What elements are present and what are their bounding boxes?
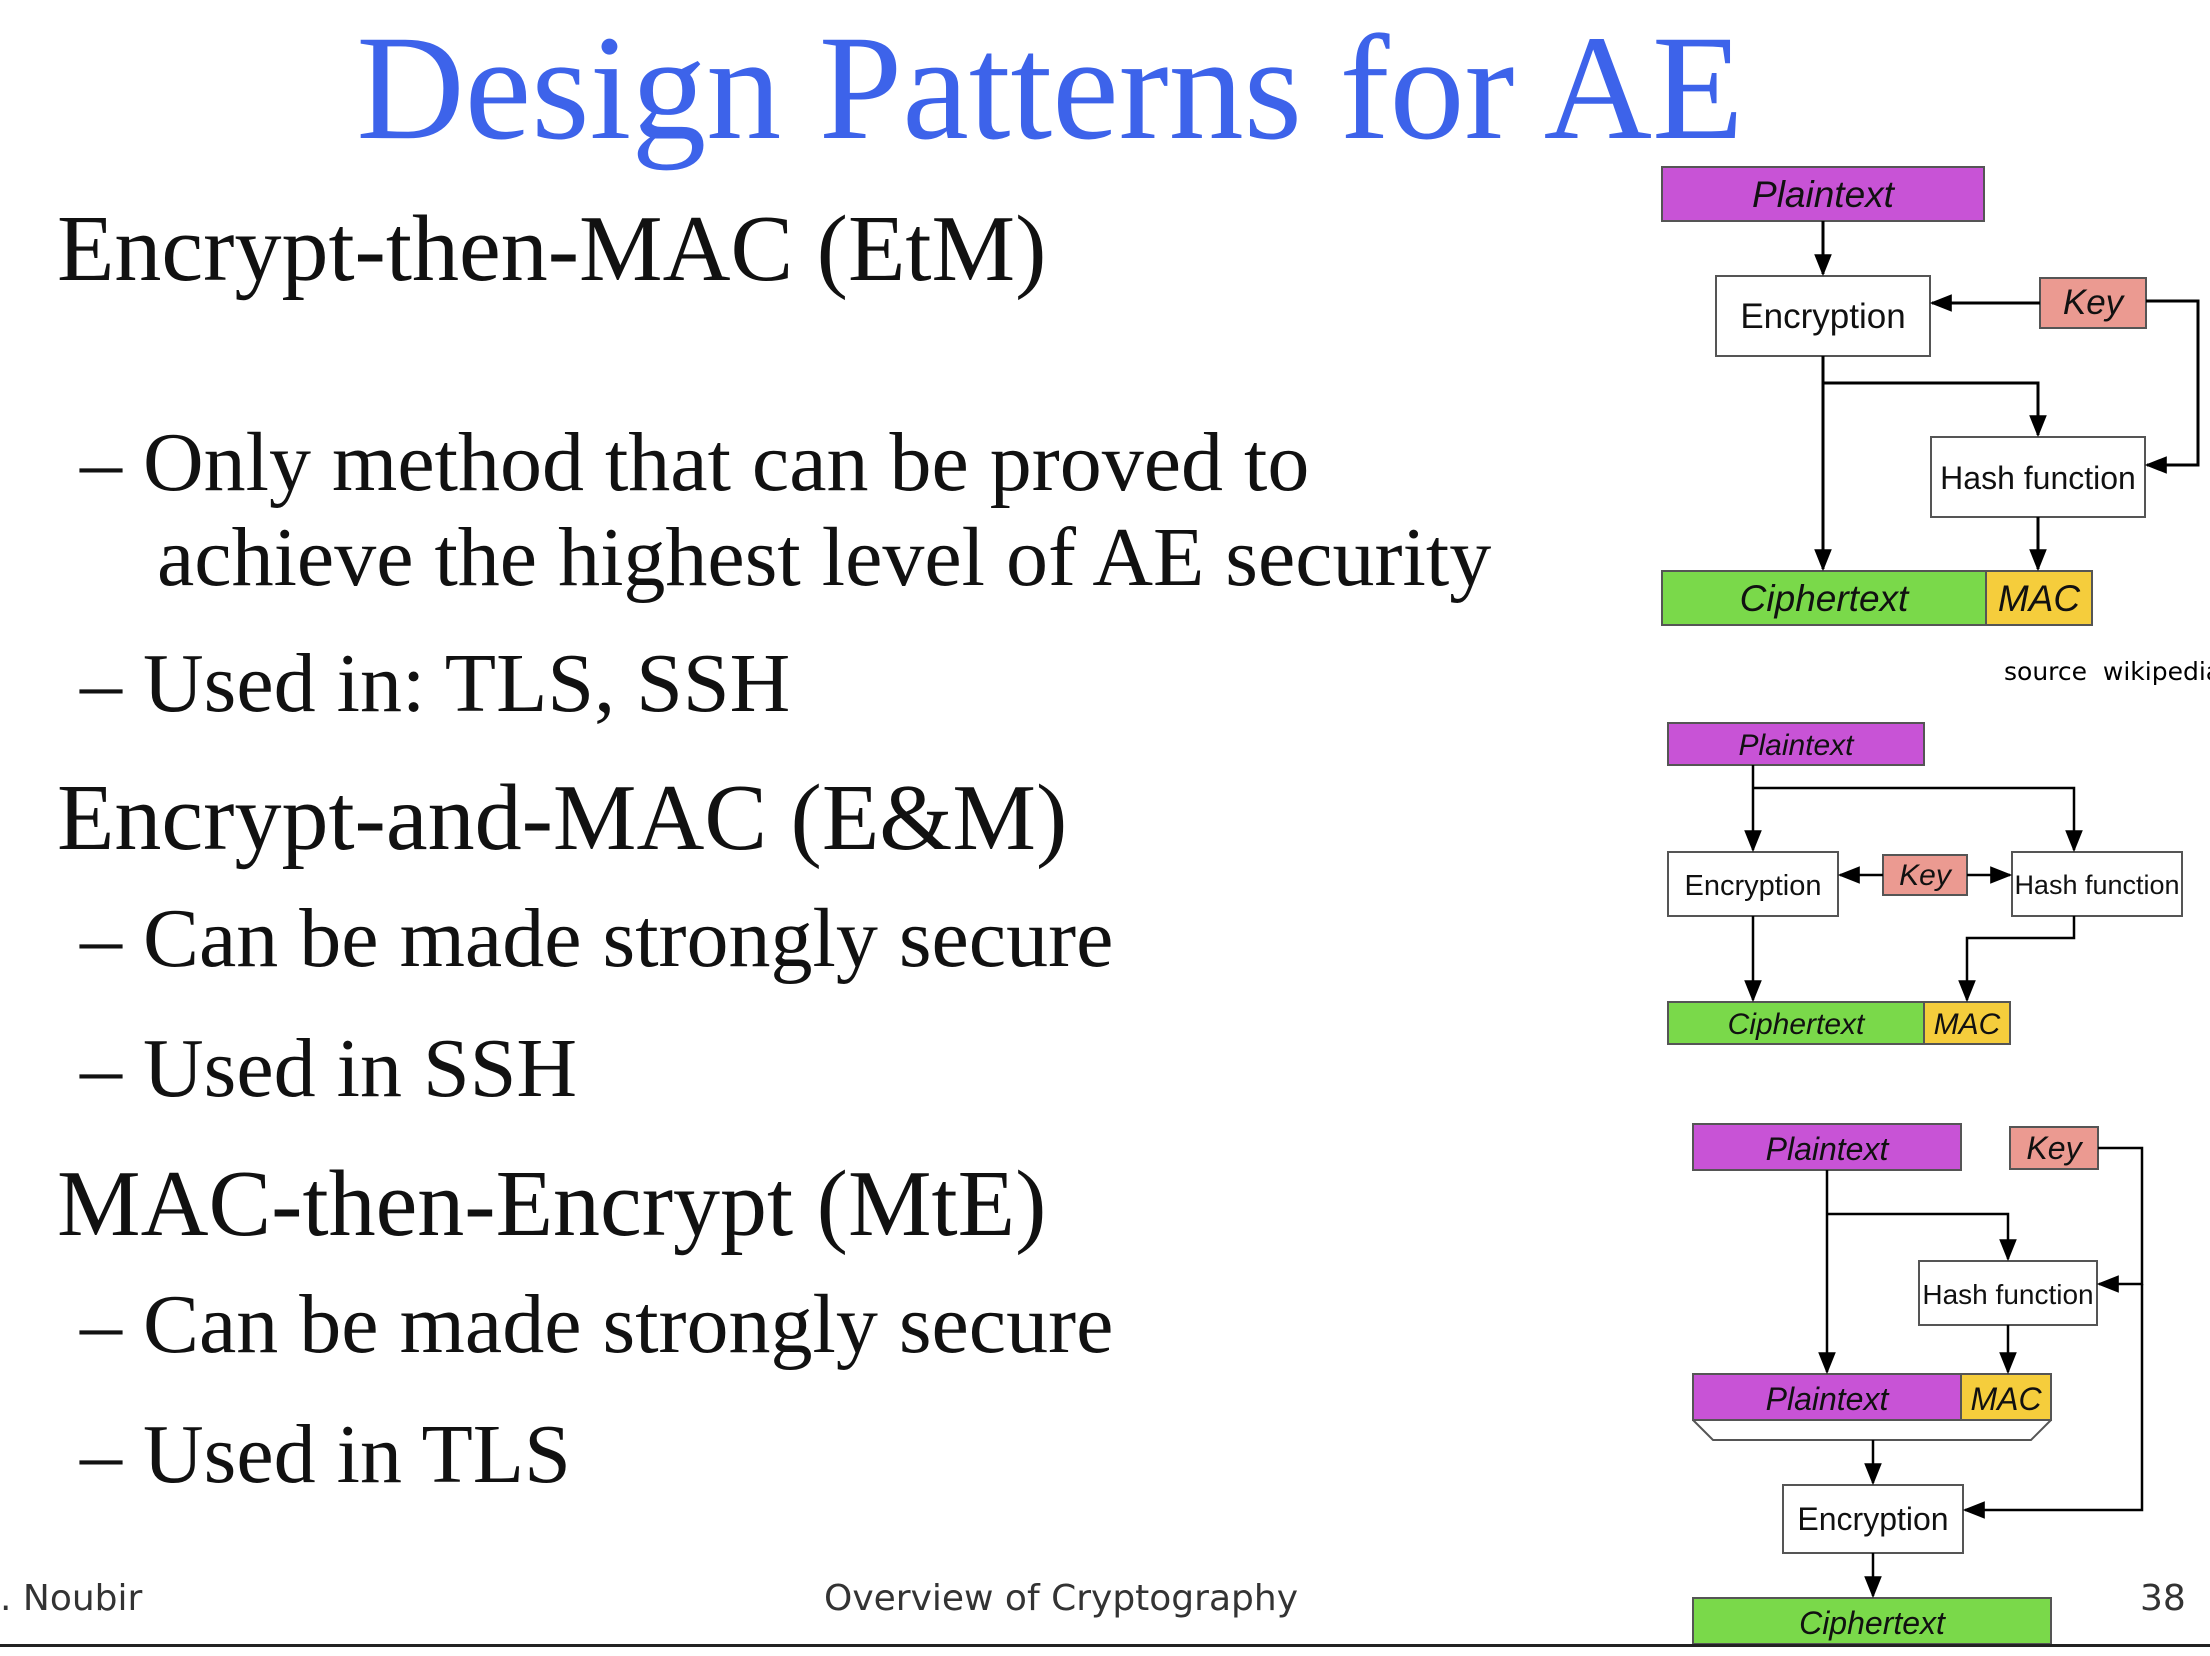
mte-key-label: Key [2026,1130,2083,1166]
em-encryption-label: Encryption [1684,870,1821,902]
etm-ciphertext-label: Ciphertext [1740,578,1910,619]
mte-bullet-usage: – Used in TLS [80,1408,571,1501]
mte-bullet-secure: – Can be made strongly secure [80,1278,1114,1371]
footer-course: Overview of Cryptography [824,1578,1298,1619]
etm-encryption-box [1715,275,1931,357]
mte-diagram: Plaintext Key Hash function Plaintext MA… [1692,1123,2144,1645]
em-ciphertext-label: Ciphertext [1728,1008,1866,1041]
em-hash-label: Hash function [2014,870,2179,900]
em-diagram: Plaintext Encryption Key Hash function C… [1667,722,2183,1045]
etm-arrow-key-hash [2144,299,2200,474]
mte-mac-label: MAC [1970,1381,2042,1417]
etm-heading: Encrypt-then-MAC (EtM) [57,197,1047,301]
em-key-label: Key [1899,859,1953,892]
slide-title: Design Patterns for AE [356,5,1744,171]
mte-concat-bracket [1692,1419,2052,1441]
mte-mac-box [1960,1373,2052,1421]
footer-page-number: 38 [2140,1578,2186,1619]
etm-key-label: Key [2063,283,2126,322]
footer-author: . Noubir [0,1578,143,1619]
mte-encryption-label: Encryption [1797,1501,1948,1537]
em-plaintext-box [1667,722,1925,766]
mte-ciphertext-label: Ciphertext [1799,1605,1946,1641]
etm-hash-label: Hash function [1940,460,2136,496]
em-bullet-secure: – Can be made strongly secure [80,892,1114,985]
em-arrow-hash-mac [1958,916,2076,1003]
mte-plaintext2-label: Plaintext [1766,1381,1890,1417]
etm-bullet-usage: – Used in: TLS, SSH [80,637,791,730]
mte-hash-label: Hash function [1922,1279,2093,1310]
mte-arrow-plaintext-hash [1827,1212,2017,1262]
mte-plaintext2-box [1692,1373,1962,1421]
etm-mac-label: MAC [1998,578,2081,619]
source-note: source wikipedia [2004,657,2210,686]
mte-arrow-key-hash [2096,1146,2144,1293]
em-mac-label: MAC [1934,1008,2001,1041]
etm-diagram: Plaintext Encryption Key Hash function C… [1661,166,2200,626]
em-heading: Encrypt-and-MAC (E&M) [57,766,1068,870]
em-plaintext-label: Plaintext [1738,729,1855,762]
mte-plaintext-label: Plaintext [1766,1131,1890,1167]
etm-key-box [2039,277,2147,329]
etm-arrow-encryption-hash [1823,381,2047,438]
em-key-box [1882,854,1968,896]
em-ciphertext-box [1667,1001,1925,1045]
etm-encryption-label: Encryption [1740,297,1905,336]
mte-key-box [2009,1126,2099,1170]
bottom-rule [0,1644,2210,1647]
etm-bullet-proof: – Only method that can be proved to [80,416,1310,509]
mte-heading: MAC-then-Encrypt (MtE) [57,1152,1047,1256]
em-hash-box [2011,851,2183,917]
etm-plaintext-box [1661,166,1985,222]
em-encryption-box [1667,851,1839,917]
em-arrow-plaintext-hash [1753,786,2083,853]
mte-arrow-key-encryption [1962,1284,2144,1519]
etm-plaintext-label: Plaintext [1752,174,1896,215]
etm-mac-box [1985,570,2093,626]
mte-encryption-box [1782,1484,1964,1554]
em-mac-box [1923,1001,2011,1045]
em-bullet-usage: – Used in SSH [80,1022,578,1115]
etm-bullet-proof-cont: achieve the highest level of AE security [157,511,1492,604]
